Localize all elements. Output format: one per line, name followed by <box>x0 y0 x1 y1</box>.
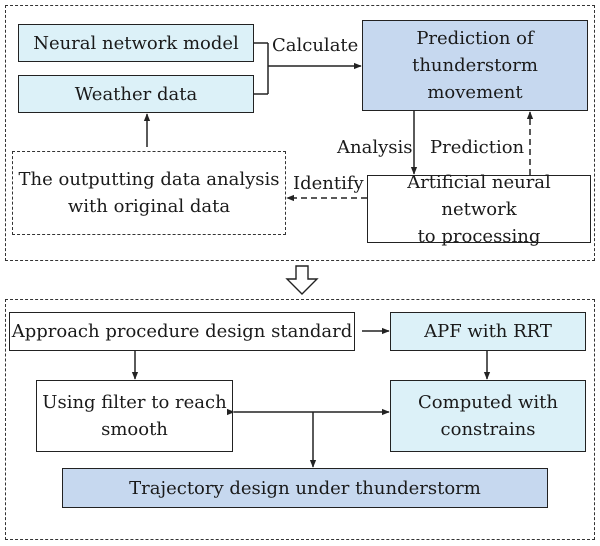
upper-section-frame <box>5 5 595 261</box>
ann-processing-box: Artificial neural network to processing <box>367 172 591 247</box>
identify-label: Identify <box>293 173 364 194</box>
analysis-label: Analysis <box>337 137 413 158</box>
filter-smooth-box: Using filter to reach smooth <box>36 380 233 452</box>
trajectory-design-box: Trajectory design under thunderstorm <box>62 468 548 508</box>
weather-data-box: Weather data <box>18 75 254 113</box>
calculate-label: Calculate <box>272 35 359 56</box>
approach-standard-box: Approach procedure design standard <box>9 312 355 351</box>
outputting-analysis-box: The outputting data analysis with origin… <box>12 151 286 235</box>
neural-network-model-box: Neural network model <box>18 24 254 62</box>
section-transition-arrow <box>285 265 319 295</box>
prediction-label: Prediction <box>430 137 525 158</box>
computed-constraints-box: Computed with constrains <box>390 380 586 452</box>
prediction-movement-box: Prediction of thunderstorm movement <box>362 20 588 111</box>
apf-rrt-box: APF with RRT <box>390 312 586 351</box>
lower-section-frame <box>5 299 595 540</box>
